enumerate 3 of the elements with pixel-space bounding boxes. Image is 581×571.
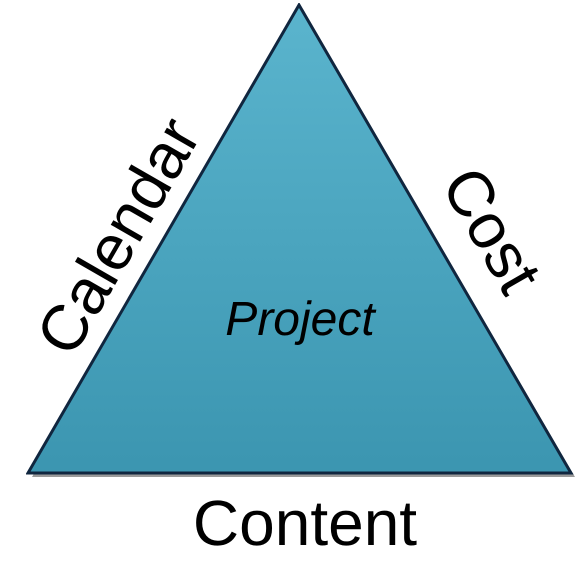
node-label: Project xyxy=(225,296,375,344)
side-label: Content xyxy=(192,491,418,555)
triangle-shape xyxy=(26,3,576,479)
